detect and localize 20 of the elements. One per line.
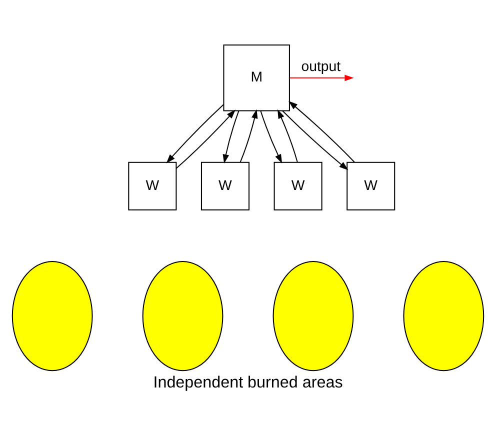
arrow — [240, 108, 258, 162]
caption: Independent burned areas — [153, 373, 343, 392]
node-box: W — [346, 161, 396, 210]
node-box: M — [223, 44, 290, 111]
node-box: W — [128, 161, 177, 210]
arrow — [222, 110, 240, 164]
arrow — [290, 74, 354, 81]
arrow — [166, 104, 224, 163]
arrow — [278, 108, 298, 162]
arrow — [282, 110, 348, 170]
arrow — [260, 110, 282, 163]
arrow — [288, 100, 355, 162]
node-ellipse — [12, 260, 93, 371]
node-ellipse — [403, 260, 484, 371]
node-box: W — [274, 161, 322, 210]
node-ellipse — [142, 260, 224, 371]
node-box: W — [200, 161, 250, 210]
node-ellipse — [272, 260, 354, 371]
edge-label: output — [301, 58, 341, 74]
arrow — [176, 109, 236, 168]
